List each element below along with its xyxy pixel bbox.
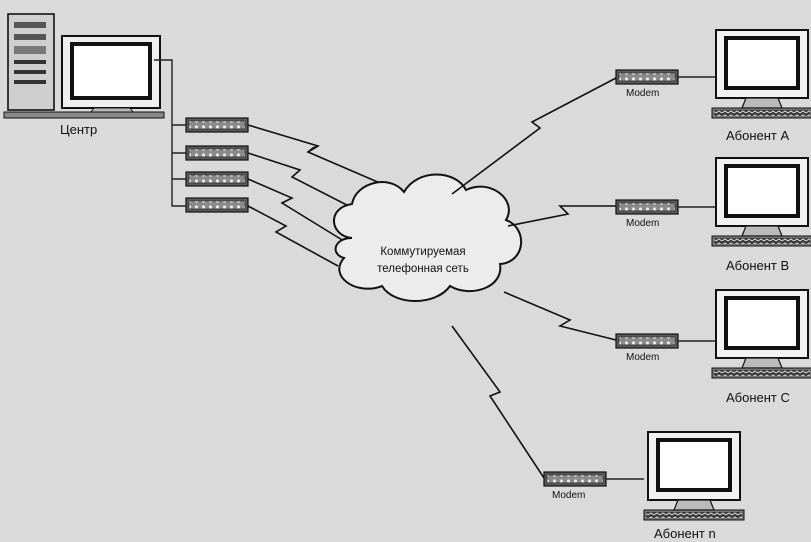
modem-a	[615, 69, 679, 85]
subscriber-b-label: Абонент B	[726, 258, 790, 273]
terminal-c	[710, 288, 811, 380]
subscriber-links	[451, 77, 617, 479]
center-computer	[3, 13, 165, 119]
subscriber-c-label: Абонент C	[726, 390, 790, 405]
center-links	[247, 124, 411, 267]
modem-b-label: Modem	[626, 218, 660, 229]
terminal-n	[642, 430, 746, 522]
center-modem-2	[185, 145, 249, 161]
modem-a-label: Modem	[626, 88, 660, 99]
phone-network-cloud	[333, 173, 522, 302]
terminal-a	[710, 28, 811, 120]
network-label-line2: телефонная сеть	[377, 263, 469, 275]
modem-n	[543, 471, 607, 487]
terminal-cables	[606, 76, 716, 480]
center-modem-1	[185, 117, 249, 133]
modem-c	[615, 333, 679, 349]
center-label: Центр	[60, 122, 98, 137]
terminal-b	[710, 156, 811, 248]
center-cable	[154, 59, 186, 207]
modem-n-label: Modem	[552, 490, 586, 501]
center-modem-4	[185, 197, 249, 213]
center-modem-3	[185, 171, 249, 187]
modem-c-label: Modem	[626, 352, 660, 363]
network-label-line1: Коммутируемая	[380, 246, 466, 258]
subscriber-n-label: Абонент n	[654, 526, 716, 541]
modem-b	[615, 199, 679, 215]
subscriber-a-label: Абонент A	[726, 128, 790, 143]
network-label: Коммутируемая телефонная сеть	[338, 244, 508, 278]
